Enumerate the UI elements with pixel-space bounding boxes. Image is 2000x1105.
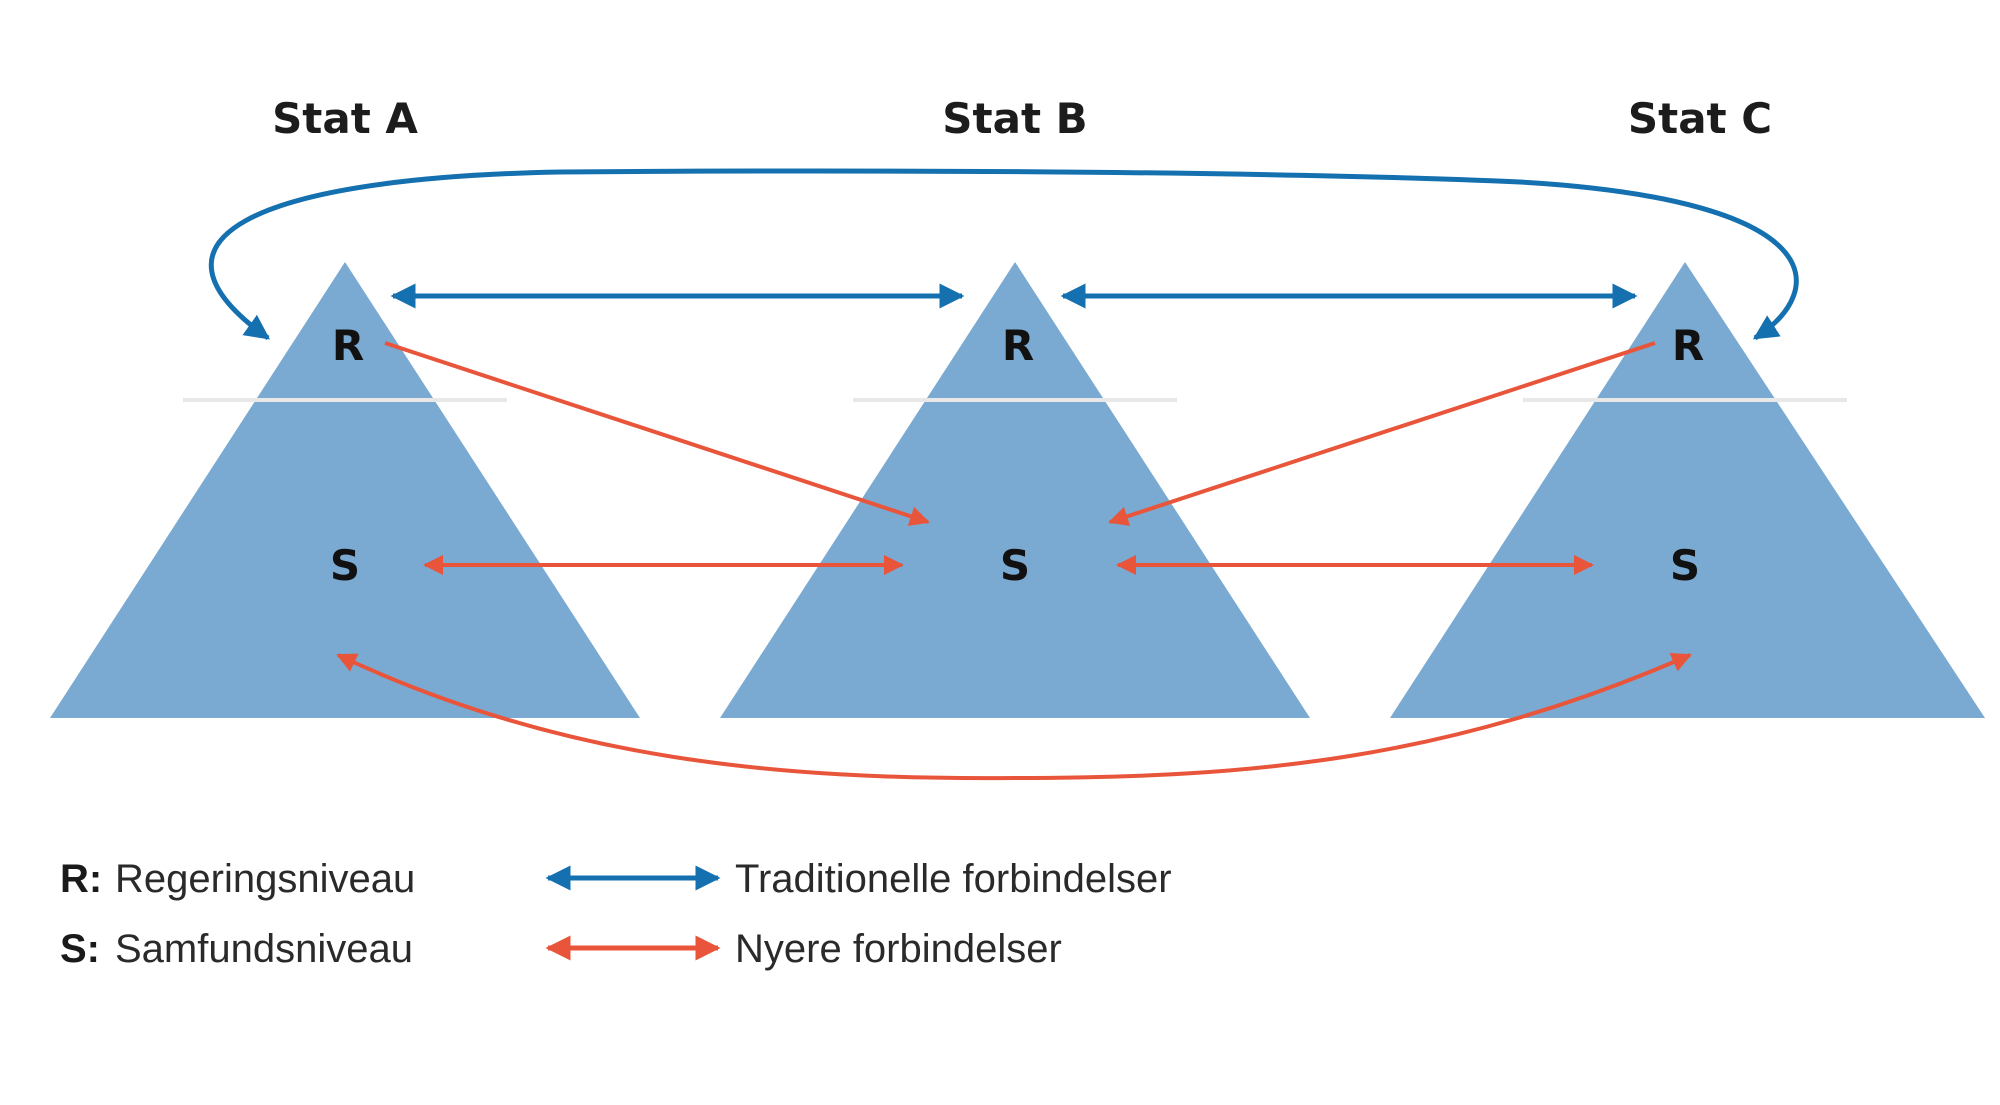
newer-arrow-ra-to-sb [384, 341, 930, 526]
pyramid-state-b [720, 262, 1310, 718]
legend-traditional-label: Traditionelle forbindelser [735, 857, 1172, 901]
legend: R: Regeringsniveau S: Samfundsniveau Tra… [60, 857, 1172, 971]
state-title-b: Stat B [942, 94, 1087, 143]
society-level-label-a: S [330, 541, 360, 590]
government-level-label-b: R [1002, 321, 1034, 370]
traditional-arc-a-c [208, 168, 1799, 341]
pyramid-state-a [50, 262, 640, 718]
legend-key-society: S: [60, 927, 100, 971]
legend-text-society: Samfundsniveau [115, 927, 413, 971]
society-level-label-c: S [1670, 541, 1700, 590]
society-level-label-b: S [1000, 541, 1030, 590]
government-level-label-c: R [1672, 321, 1704, 370]
newer-arrow-rc-to-sb [1108, 341, 1656, 526]
state-title-a: Stat A [272, 94, 418, 143]
legend-newer-label: Nyere forbindelser [735, 927, 1062, 971]
pyramid-state-c [1390, 262, 1985, 718]
newer-arc-sa-sc [336, 653, 1692, 781]
state-title-c: Stat C [1628, 94, 1772, 143]
legend-text-government: Regeringsniveau [115, 857, 415, 901]
government-level-label-a: R [332, 321, 364, 370]
legend-key-government: R: [60, 857, 102, 901]
